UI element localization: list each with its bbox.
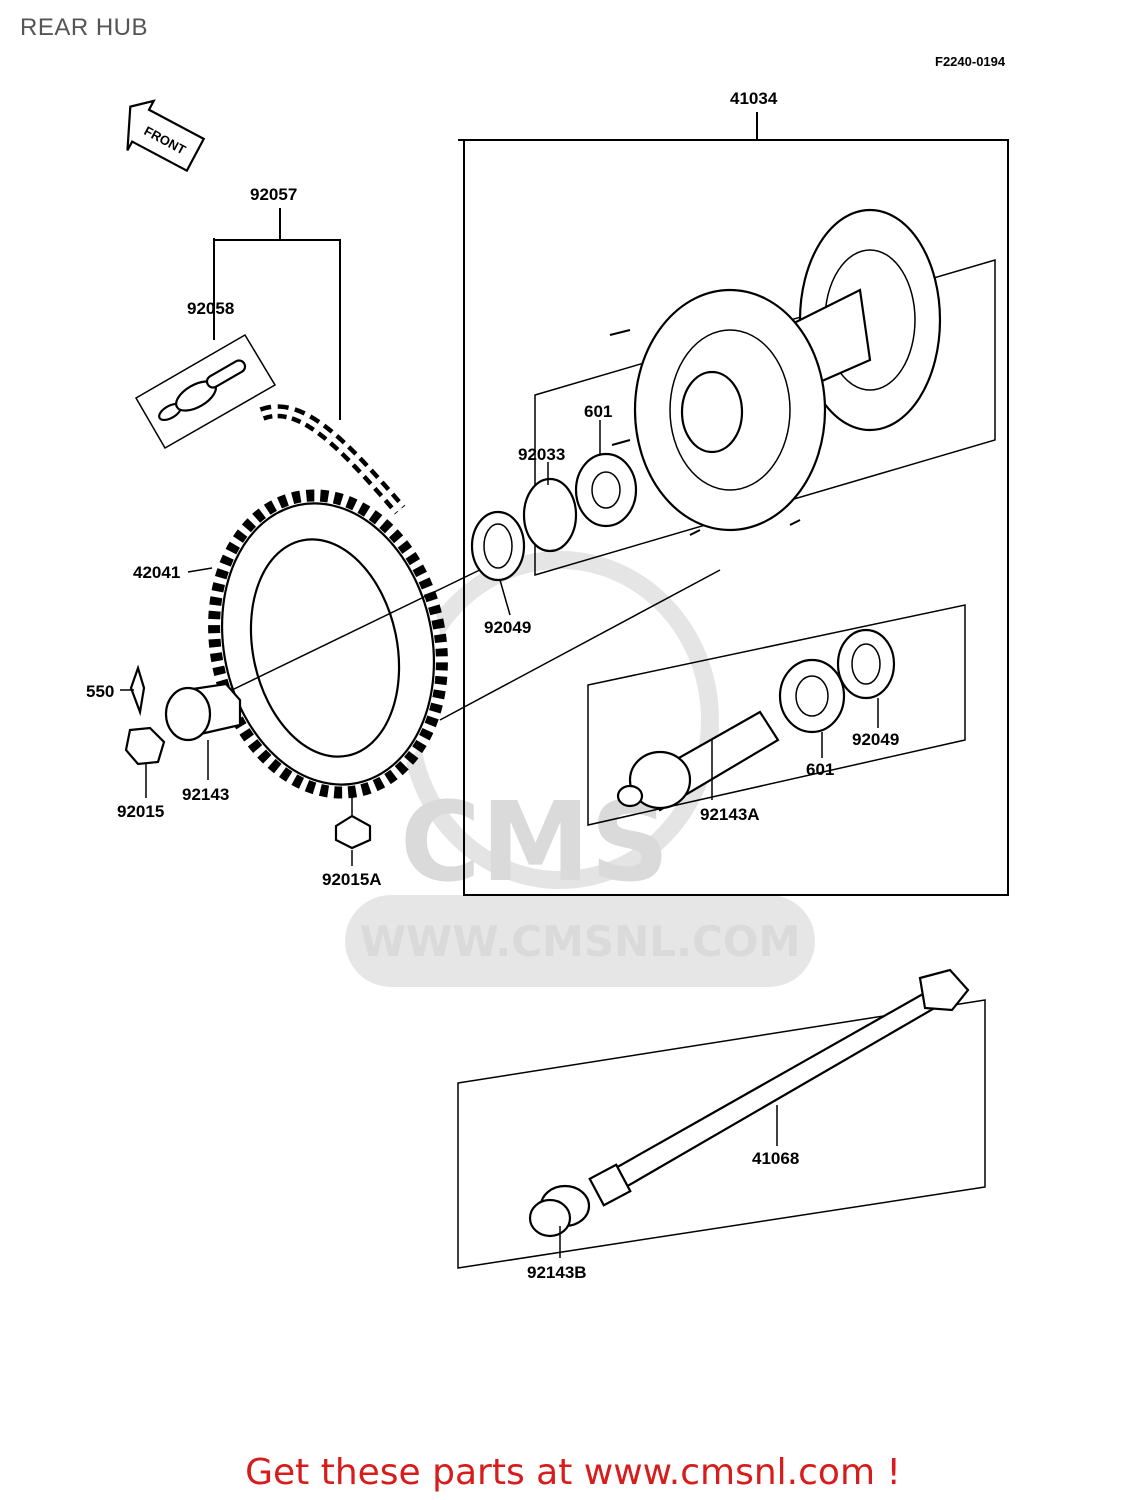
- oil-seal-icon: [836, 628, 896, 700]
- chain-joint-icon: [134, 333, 277, 450]
- chain-bracket: [213, 238, 341, 420]
- part-label-550: 550: [86, 682, 114, 701]
- collar-icon: [164, 682, 242, 742]
- oil-seal-icon: [470, 510, 526, 582]
- part-label-92015: 92015: [117, 802, 164, 821]
- rear-hub-icon: [609, 208, 942, 536]
- nut-icon: [334, 814, 372, 850]
- part-label-601: 601: [584, 402, 612, 421]
- footer-shop-link[interactable]: Get these parts at www.cmsnl.com !: [245, 1452, 901, 1493]
- cms-watermark: CMS WWW.CMSNL.COM: [345, 551, 815, 987]
- circlip-icon: [522, 477, 578, 553]
- axle-icon: [588, 968, 970, 1207]
- part-label-92143A: 92143A: [700, 805, 760, 824]
- part-label-92015A: 92015A: [322, 870, 382, 889]
- axle-box: [457, 999, 986, 1269]
- bearing-icon: [778, 658, 846, 734]
- castle-nut-icon: [124, 726, 166, 766]
- part-label-92058: 92058: [187, 299, 234, 318]
- part-label-92143B: 92143B: [527, 1263, 587, 1282]
- watermark-url: WWW.CMSNL.COM: [360, 917, 801, 966]
- part-label-41034: 41034: [730, 89, 778, 108]
- part-label-92049: 92049: [484, 618, 531, 637]
- cotter-pin-icon: [129, 664, 146, 717]
- drive-chain-icon: [259, 404, 406, 515]
- hub-assembly-box: [458, 112, 1009, 896]
- part-label-42041: 42041: [133, 563, 180, 582]
- part-label-92143: 92143: [182, 785, 229, 804]
- figure-code: F2240-0194: [935, 54, 1006, 69]
- part-label-601-lower: 601: [806, 760, 834, 779]
- collar-inner-box: [587, 604, 966, 826]
- part-label-92057: 92057: [250, 185, 297, 204]
- page-title: REAR HUB: [20, 14, 149, 41]
- front-arrow-icon: FRONT: [126, 99, 206, 173]
- part-label-92033: 92033: [518, 445, 565, 464]
- collar-icon: [528, 1184, 591, 1238]
- bearing-icon: [574, 452, 638, 528]
- collar-icon: [616, 710, 780, 812]
- part-label-41068: 41068: [752, 1149, 799, 1168]
- part-label-92049-lower: 92049: [852, 730, 899, 749]
